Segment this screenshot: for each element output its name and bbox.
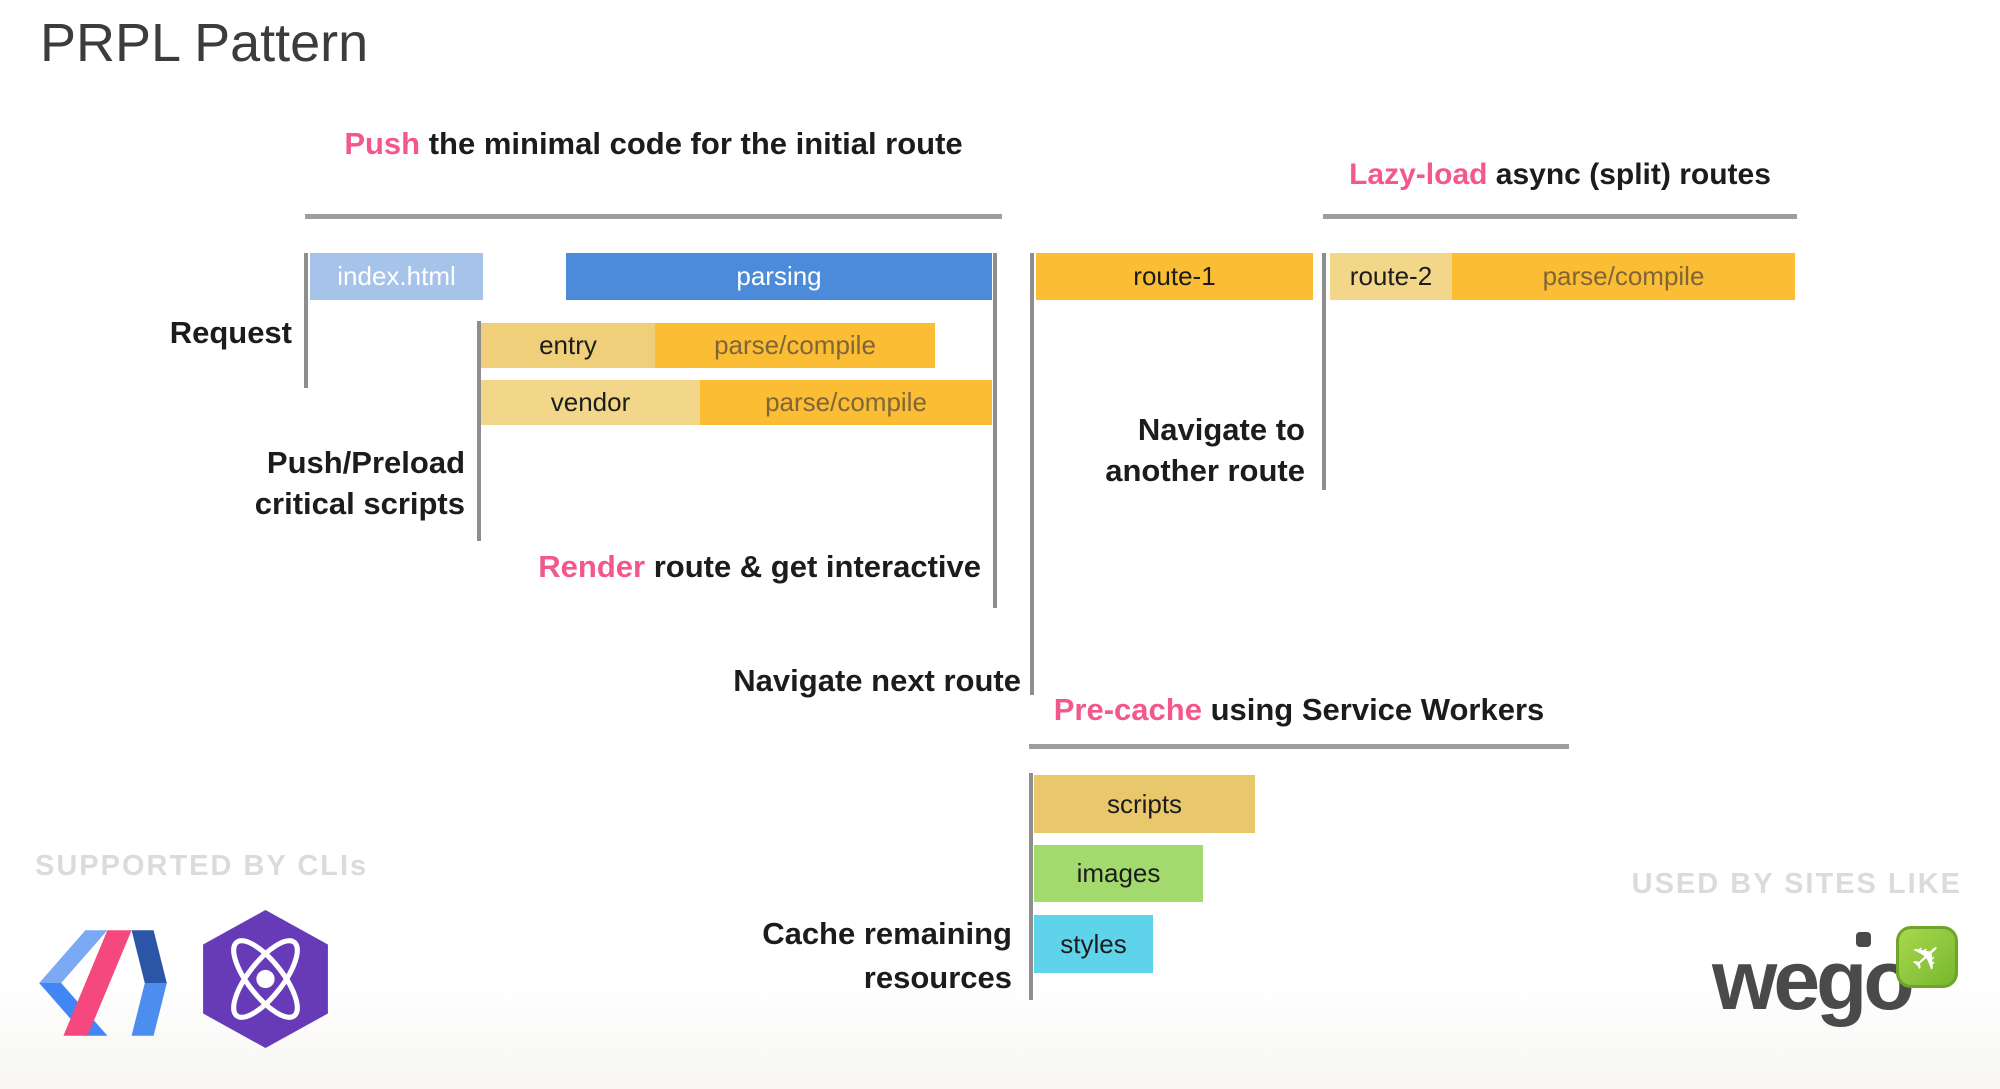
push-preload-line1: Push/Preload [266,445,465,480]
bar-parsing: parsing [566,253,992,300]
cache-divider [1029,773,1033,1000]
bar-route-1: route-1 [1036,253,1313,300]
wego-wordmark-text: wego [1712,933,1915,1027]
wego-wordmark: wego [1712,932,1915,1022]
page-title: PRPL Pattern [40,13,369,73]
bar-scripts: scripts [1034,775,1255,833]
bar-parsing-label: parsing [736,261,822,291]
push-preload-line2: critical scripts [254,485,465,521]
render-label: Render route & get interactive [538,547,981,588]
cache-remaining-line1: Cache remaining [762,916,1012,951]
push-header-rest: the minimal code for the initial route [420,126,963,161]
request-divider [304,253,308,388]
used-by-text: USED BY SITES LIKE [1631,868,1962,900]
bar-vendor-parse-label: parse/compile [765,387,927,417]
bar-index-html-label: index.html [337,261,456,291]
navigate-another-line2: another route [1105,452,1305,488]
render-keyword: Render [538,549,646,584]
bar-entry-parse-label: parse/compile [714,330,876,360]
navigate-next-label: Navigate next route [733,663,1021,698]
preact-logo [203,910,328,1048]
bar-route-1-label: route-1 [1133,261,1216,291]
render-divider [993,253,997,608]
wego-airplane-icon: ✈ [1900,929,1954,985]
lazy-load-keyword: Lazy-load [1349,158,1488,191]
supported-by-text: SUPPORTED BY CLIs [35,850,369,882]
bar-vendor-label: vendor [550,387,631,417]
lazy-load-underline [1323,214,1797,219]
lazy-load-section-header: Lazy-load async (split) routes [1323,158,1797,192]
bar-route-2-parse-compile: parse/compile [1452,253,1795,300]
pre-cache-keyword: Pre-cache [1053,692,1202,727]
push-preload-label: Push/Preload critical scripts [255,443,465,525]
navigate-another-line1: Navigate to [1137,412,1305,447]
push-keyword: Push [344,126,421,161]
bar-entry-label: entry [539,330,597,360]
pre-cache-underline [1029,744,1569,749]
bar-route-2-parse-label: parse/compile [1542,261,1705,291]
pre-cache-header-rest: using Service Workers [1201,692,1545,727]
bar-styles: styles [1034,915,1153,973]
bar-entry-parse-compile: parse/compile [655,323,935,368]
cache-remaining-label: Cache remaining resources [762,912,1012,1000]
navigate-next-divider [1030,253,1034,695]
cache-remaining-line2: resources [863,960,1012,996]
bar-vendor: vendor [481,380,700,425]
bar-images: images [1034,845,1203,902]
navigate-another-label: Navigate to another route [1105,410,1305,492]
wego-logo: wego [1712,932,1915,1022]
bar-vendor-parse-compile: parse/compile [700,380,992,425]
bar-styles-label: styles [1060,928,1127,959]
navigate-another-divider [1322,253,1326,490]
bar-scripts-label: scripts [1106,788,1183,819]
push-underline [305,214,1002,219]
push-preload-divider [477,321,481,541]
bar-route-2-label: route-2 [1349,261,1433,291]
pre-cache-section-header: Pre-cache using Service Workers [1029,692,1569,728]
polymer-logo [39,930,167,1036]
push-section-header: Push the minimal code for the initial ro… [305,126,1002,162]
bar-entry: entry [481,323,655,368]
wego-app-icon: ✈ [1896,926,1958,988]
request-label: Request [169,315,292,350]
wego-dot [1855,932,1871,947]
bar-index-html: index.html [310,253,483,300]
bar-route-2: route-2 [1330,253,1452,300]
bar-images-label: images [1076,858,1161,888]
render-label-rest: route & get interactive [645,549,981,584]
lazy-load-header-rest: async (split) routes [1487,158,1771,191]
